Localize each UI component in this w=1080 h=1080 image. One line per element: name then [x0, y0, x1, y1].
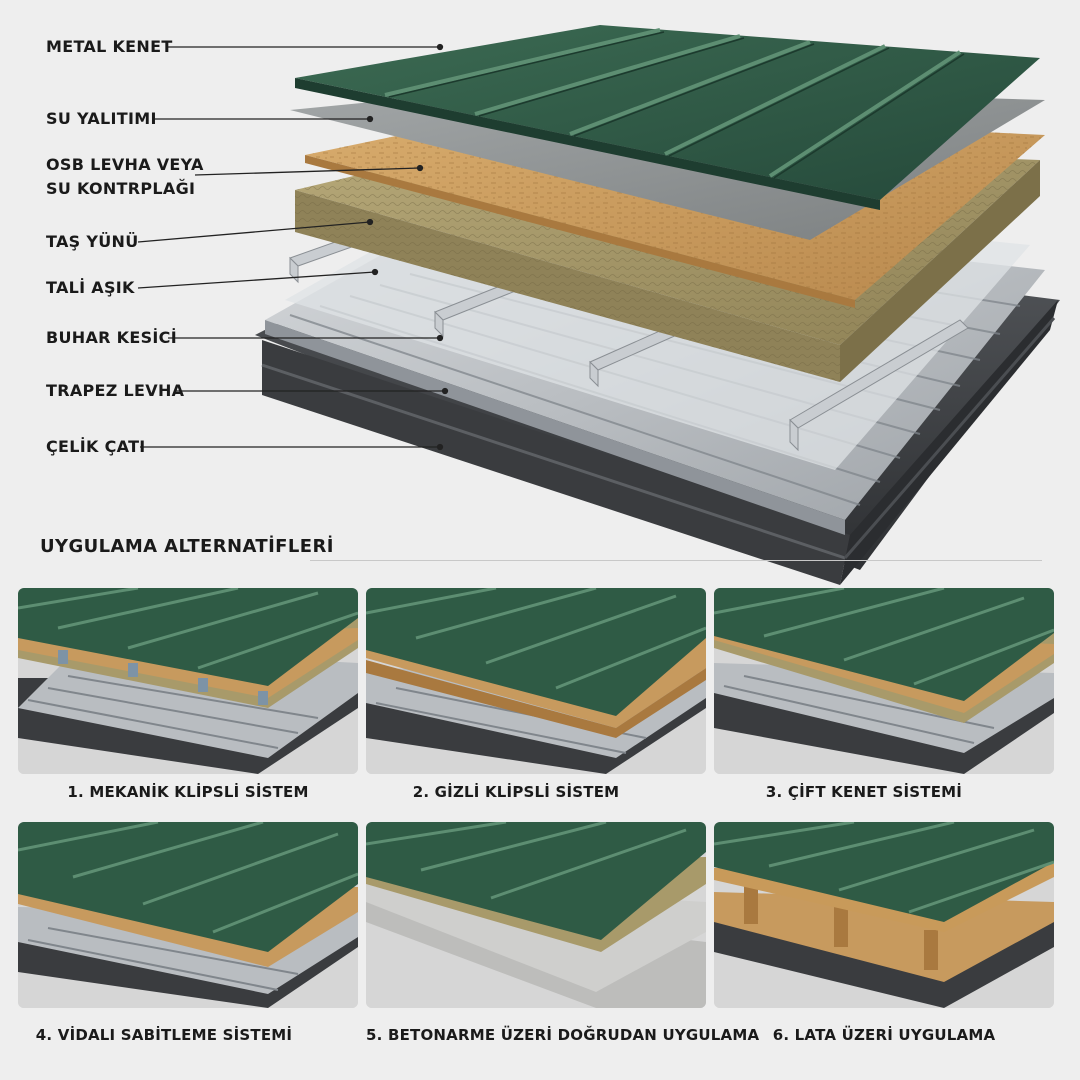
caption-1: 1. MEKANİK KLİPSLİ SİSTEM: [67, 783, 309, 801]
caption-6: 6. LATA ÜZERİ UYGULAMA: [772, 1026, 996, 1044]
caption-5: 5. BETONARME ÜZERİ DOĞRUDAN UYGULAMA: [366, 1026, 760, 1044]
label-buhar-kesici: BUHAR KESİCİ: [46, 328, 177, 347]
label-trapez-levha: TRAPEZ LEVHA: [46, 381, 185, 400]
tile-hidden-clip: [366, 588, 706, 774]
leader-lines: [137, 43, 449, 451]
tile-screw-fixing: [18, 822, 358, 1008]
tile-on-concrete: [366, 822, 706, 1008]
label-celik-cati: ÇELİK ÇATI: [46, 437, 146, 456]
tile-double-seam: [714, 588, 1054, 774]
label-su-yalitimi: SU YALITIMI: [46, 109, 157, 128]
section-title: UYGULAMA ALTERNATİFLERİ: [40, 536, 334, 557]
roof-layers-exploded-diagram: [137, 25, 1060, 585]
label-tali-asik: TALİ AŞIK: [46, 278, 135, 297]
standing-seam-panel: [295, 25, 1040, 210]
section-divider: [310, 560, 1042, 561]
tile-mechanical-clip: [18, 588, 358, 774]
caption-4: 4. VİDALI SABİTLEME SİSTEMİ: [35, 1026, 293, 1044]
label-metal-kenet: METAL KENET: [46, 37, 173, 56]
caption-3: 3. ÇİFT KENET SİSTEMİ: [765, 783, 963, 801]
label-tas-yunu: TAŞ YÜNÜ: [46, 232, 139, 251]
tile-on-battens: [714, 822, 1054, 1008]
label-osb-levha: OSB LEVHA VEYA SU KONTRPLAĞI: [46, 155, 204, 198]
caption-2: 2. GİZLİ KLİPSLİ SİSTEM: [412, 783, 620, 801]
